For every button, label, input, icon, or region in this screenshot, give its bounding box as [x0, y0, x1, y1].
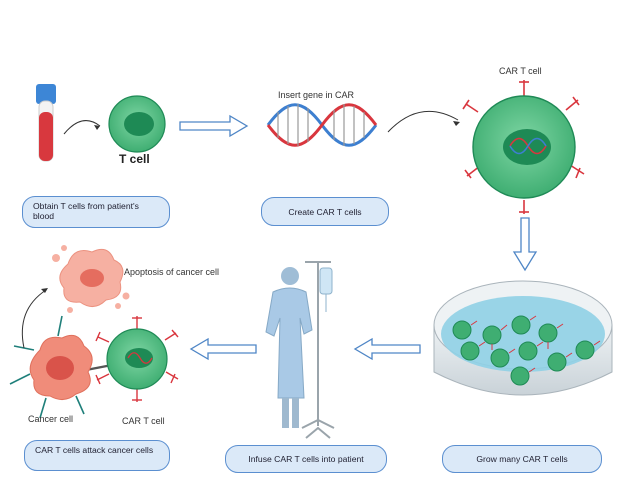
insert-gene-label: Insert gene in CAR: [278, 90, 355, 100]
arrow-icon: [179, 114, 249, 138]
petri-dish-icon: [433, 280, 613, 396]
step-attack-cancer: CAR T cells attack cancer cells: [24, 440, 170, 471]
arrow-icon: [353, 337, 421, 361]
step-create-car-t: Create CAR T cells: [261, 197, 389, 226]
arrow-icon: [189, 337, 257, 361]
step-obtain-t-cells: Obtain T cells from patient's blood: [22, 196, 170, 228]
car-t-cell-top-label: CAR T cell: [499, 66, 542, 76]
step-infuse: Infuse CAR T cells into patient: [225, 445, 387, 473]
t-cell-icon: [108, 95, 166, 153]
arrow-icon: [512, 217, 538, 272]
cancer-cell-label: Cancer cell: [28, 414, 74, 424]
arrow-icon: [387, 110, 459, 133]
step-grow: Grow many CAR T cells: [442, 445, 602, 473]
apoptotic-cell-icon: [52, 245, 130, 313]
blood-tube-icon: [36, 84, 56, 162]
car-t-cell-bottom-label: CAR T cell: [122, 416, 165, 426]
cancer-cell-icon: [9, 315, 93, 419]
car-t-cell-icon: [85, 316, 179, 402]
apoptosis-label: Apoptosis of cancer cell: [124, 267, 220, 277]
t-cell-label: T cell: [119, 152, 150, 166]
dna-helix-icon: [266, 103, 378, 147]
patient-iv-icon: [265, 261, 335, 439]
car-t-cell-icon: [462, 80, 585, 214]
arrow-icon: [63, 120, 101, 135]
arrow-icon: [21, 289, 47, 349]
